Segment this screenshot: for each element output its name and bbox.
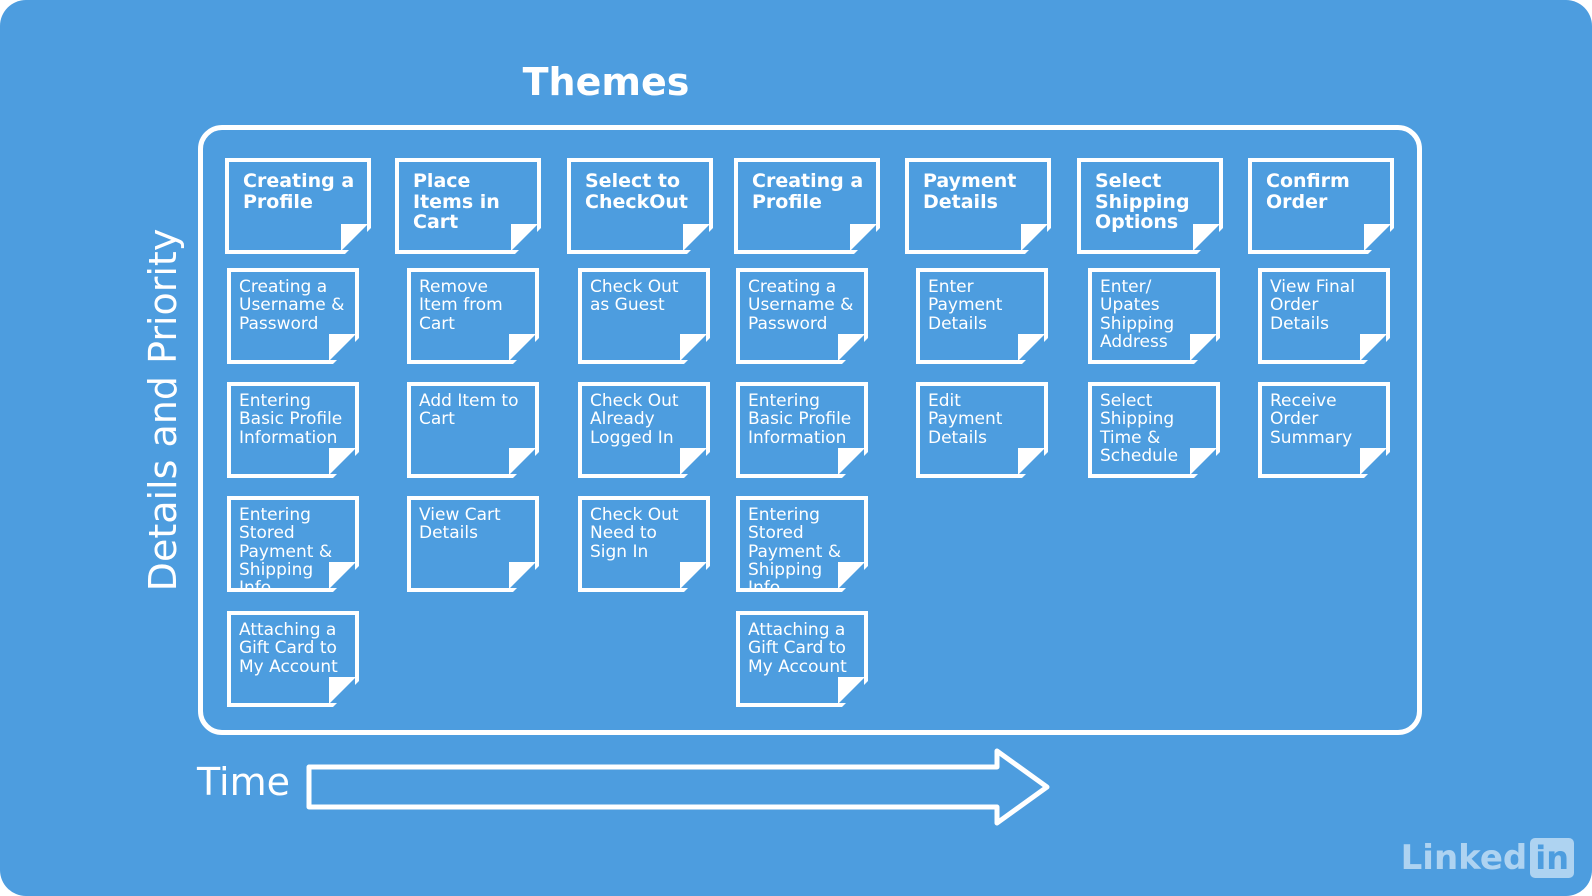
story-card-label: Check Out as Guest <box>590 277 679 316</box>
story-card: Creating a Username & Password <box>736 268 868 364</box>
theme-card-label: Select to CheckOut <box>585 170 689 213</box>
theme-card-label: Creating a Profile <box>752 170 864 213</box>
story-card-label: Entering Basic Profile Information <box>239 391 343 448</box>
story-card-label: Attaching a Gift Card to My Account <box>239 620 338 677</box>
story-card-label: Select Shipping Time & Schedule <box>1100 391 1179 467</box>
story-card-label: Enter Payment Details <box>928 277 1003 334</box>
theme-card: Payment Details <box>905 158 1051 254</box>
x-axis-label: Time <box>197 760 290 804</box>
y-axis-label: Details and Priority <box>141 228 185 592</box>
theme-card-label: Confirm Order <box>1266 170 1350 213</box>
story-card: Entering Stored Payment & Shipping Info <box>227 496 359 592</box>
theme-card: Creating a Profile <box>734 158 880 254</box>
story-card: Edit Payment Details <box>916 382 1048 478</box>
linkedin-logo: Linked in <box>1401 838 1574 878</box>
time-arrow-icon <box>306 748 1050 826</box>
story-card: Attaching a Gift Card to My Account <box>736 611 868 707</box>
story-card: Remove Item from Cart <box>407 268 539 364</box>
theme-card: Confirm Order <box>1248 158 1394 254</box>
story-card-label: Entering Stored Payment & Shipping Info <box>239 505 333 599</box>
story-card: Select Shipping Time & Schedule <box>1088 382 1220 478</box>
logo-text: Linked <box>1400 838 1528 878</box>
story-card-label: Creating a Username & Password <box>239 277 345 334</box>
story-card: Enter/ Upates Shipping Address <box>1088 268 1220 364</box>
story-card-label: Check Out Need to Sign In <box>590 505 679 562</box>
theme-card: Creating a Profile <box>225 158 371 254</box>
story-card: Entering Stored Payment & Shipping Info <box>736 496 868 592</box>
story-card: Add Item to Cart <box>407 382 539 478</box>
theme-card-label: Creating a Profile <box>243 170 355 213</box>
theme-card: Select to CheckOut <box>567 158 713 254</box>
theme-card-label: Payment Details <box>923 170 1017 213</box>
story-card-label: Attaching a Gift Card to My Account <box>748 620 847 677</box>
theme-card: Place Items in Cart <box>395 158 541 254</box>
story-card-label: Edit Payment Details <box>928 391 1003 448</box>
story-card-label: Remove Item from Cart <box>419 277 503 334</box>
story-card-label: Enter/ Upates Shipping Address <box>1100 277 1175 353</box>
story-card: Check Out Need to Sign In <box>578 496 710 592</box>
story-card-label: View Cart Details <box>419 505 501 544</box>
story-card-label: Entering Basic Profile Information <box>748 391 852 448</box>
title: Themes <box>522 60 690 104</box>
logo-box: in <box>1530 838 1574 878</box>
story-card: Check Out as Guest <box>578 268 710 364</box>
theme-card-label: Place Items in Cart <box>413 170 500 234</box>
story-card: View Final Order Details <box>1258 268 1390 364</box>
story-card: Enter Payment Details <box>916 268 1048 364</box>
story-card-label: Check Out Already Logged In <box>590 391 679 448</box>
theme-card: Select Shipping Options <box>1077 158 1223 254</box>
story-card: View Cart Details <box>407 496 539 592</box>
story-map-board <box>198 125 1422 735</box>
story-card-label: View Final Order Details <box>1270 277 1355 334</box>
story-card-label: Creating a Username & Password <box>748 277 854 334</box>
story-card: Entering Basic Profile Information <box>736 382 868 478</box>
theme-card-label: Select Shipping Options <box>1095 170 1190 234</box>
story-card: Creating a Username & Password <box>227 268 359 364</box>
story-card: Receive Order Summary <box>1258 382 1390 478</box>
story-card-label: Entering Stored Payment & Shipping Info <box>748 505 842 599</box>
story-card: Check Out Already Logged In <box>578 382 710 478</box>
story-card-label: Add Item to Cart <box>419 391 519 430</box>
story-card: Entering Basic Profile Information <box>227 382 359 478</box>
story-card: Attaching a Gift Card to My Account <box>227 611 359 707</box>
story-card-label: Receive Order Summary <box>1270 391 1353 448</box>
